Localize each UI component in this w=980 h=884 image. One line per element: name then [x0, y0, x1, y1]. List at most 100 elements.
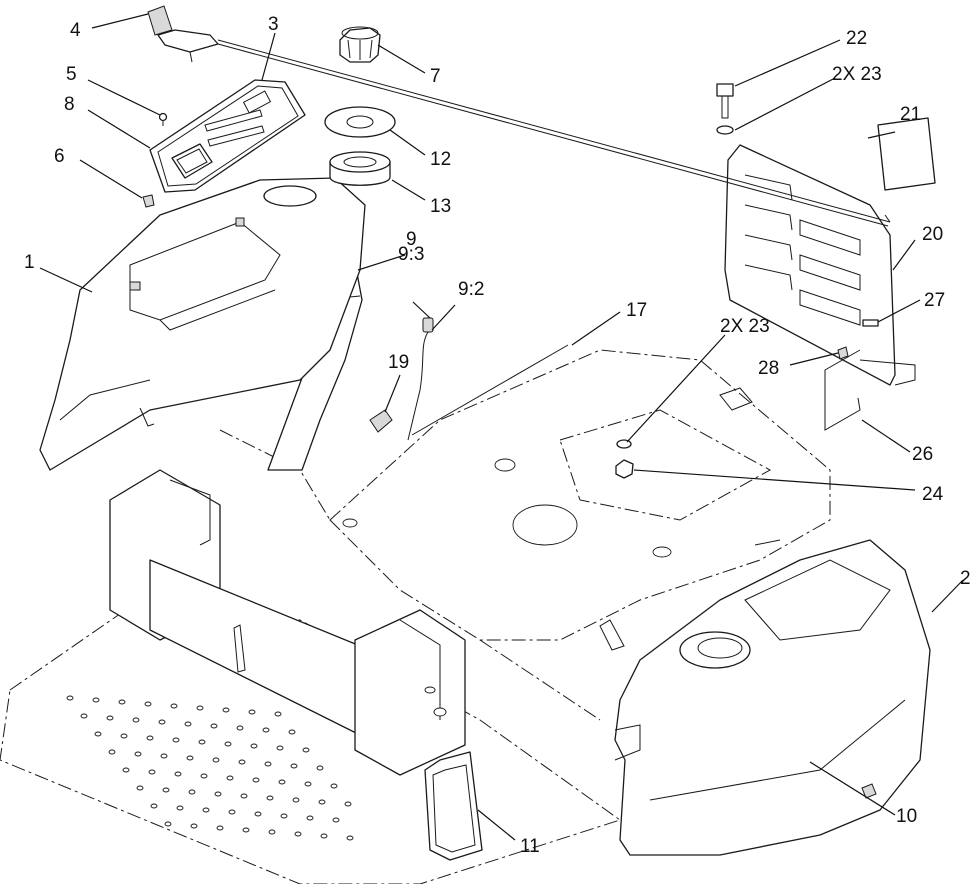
floor-hole: [306, 815, 314, 821]
callout-27: 27: [924, 290, 945, 311]
callout-22: 22: [846, 28, 867, 49]
floor-hole: [274, 711, 282, 717]
callout-5: 5: [66, 64, 77, 85]
floor-hole: [80, 713, 88, 719]
floor-hole: [262, 727, 270, 733]
floor-hole: [198, 739, 206, 745]
screw-5: [158, 112, 168, 126]
floor-hole: [164, 821, 172, 827]
screw-10: [861, 783, 877, 799]
clip-6: [142, 194, 155, 208]
screw-27: [862, 319, 879, 327]
callout-9: 9: [406, 229, 417, 250]
callout-20: 20: [922, 224, 943, 245]
sensor-19: [369, 409, 393, 433]
right-console-shroud: [614, 539, 931, 856]
callout-17: 17: [626, 300, 647, 321]
floor-hole: [170, 703, 178, 709]
clip-28: [837, 346, 849, 360]
floor-hole: [176, 805, 184, 811]
callout-13: 13: [430, 196, 451, 217]
callout-24: 24: [922, 484, 944, 505]
floor-hole: [288, 729, 296, 735]
fuel-line: [407, 317, 434, 441]
floor-hole: [226, 775, 234, 781]
callout-10: 10: [896, 806, 917, 827]
leader-lines: [39, 13, 964, 841]
floor-hole: [120, 733, 128, 739]
floor-hole: [190, 823, 198, 829]
floor-hole: [236, 725, 244, 731]
floor-hole: [214, 791, 222, 797]
callout-3: 3: [268, 14, 279, 35]
floor-hole: [172, 737, 180, 743]
callout-1: 1: [24, 252, 35, 273]
floor-hole: [134, 751, 142, 757]
callout-9-2: 9:2: [458, 279, 484, 300]
floor-hole: [92, 697, 100, 703]
floor-hole: [108, 749, 116, 755]
floor-hole: [250, 743, 258, 749]
floor-hole: [346, 835, 354, 841]
callout-2: 2: [960, 568, 971, 589]
callout-6: 6: [54, 146, 65, 167]
floor-hole: [174, 771, 182, 777]
callout-9-3: 9:3: [398, 244, 424, 265]
callout-28: 28: [758, 358, 779, 379]
washer-23b: [616, 439, 632, 449]
floor-hole: [150, 803, 158, 809]
rod-17: [411, 344, 569, 436]
floor-hole: [228, 809, 236, 815]
side-panel: [724, 144, 916, 386]
cable-handle: [147, 5, 891, 227]
floor-hole: [144, 701, 152, 707]
floor-hole: [290, 763, 298, 769]
floor-hole: [302, 747, 310, 753]
floor-hole: [266, 795, 274, 801]
floor-hole: [316, 765, 324, 771]
floor-hole: [304, 781, 312, 787]
floor-hole: [248, 709, 256, 715]
floor-hole: [344, 801, 352, 807]
callout-21: 21: [900, 104, 921, 125]
floor-hole: [222, 707, 230, 713]
floor-hole: [160, 753, 168, 759]
floor-hole: [242, 827, 250, 833]
floor-hole: [238, 759, 246, 765]
floor-hole: [94, 731, 102, 737]
bolt-22: [716, 83, 734, 119]
nut-24: [615, 459, 634, 479]
control-panel: [149, 79, 306, 193]
floor-hole: [318, 799, 326, 805]
floor-hole: [254, 811, 262, 817]
floor-hole: [158, 719, 166, 725]
floor-hole: [136, 785, 144, 791]
callout-labels: 1 2 3 4 5 6 7 8 9 9:3 9:2 10 11 12 13 17…: [24, 14, 971, 857]
floor-hole: [278, 779, 286, 785]
callout-8: 8: [64, 94, 75, 115]
floor-hole: [162, 787, 170, 793]
floor-hole: [224, 741, 232, 747]
fuel-cap: [339, 26, 381, 63]
floor-plate-holes: [66, 695, 354, 841]
floor-hole: [132, 717, 140, 723]
floor-plate: [0, 599, 622, 884]
floor-hole: [268, 829, 276, 835]
rear-bracket-assembly: [109, 469, 466, 776]
floor-hole: [148, 769, 156, 775]
floor-hole: [202, 807, 210, 813]
floor-hole: [212, 757, 220, 763]
access-cover: [424, 751, 483, 861]
floor-hole: [200, 773, 208, 779]
floor-hole: [210, 723, 218, 729]
floor-hole: [106, 715, 114, 721]
floor-hole: [186, 755, 194, 761]
floor-hole: [184, 721, 192, 727]
floor-hole: [276, 745, 284, 751]
callout-11: 11: [520, 836, 540, 857]
cap-gasket: [324, 106, 396, 138]
floor-hole: [320, 833, 328, 839]
floor-hole: [292, 797, 300, 803]
floor-hole: [330, 783, 338, 789]
